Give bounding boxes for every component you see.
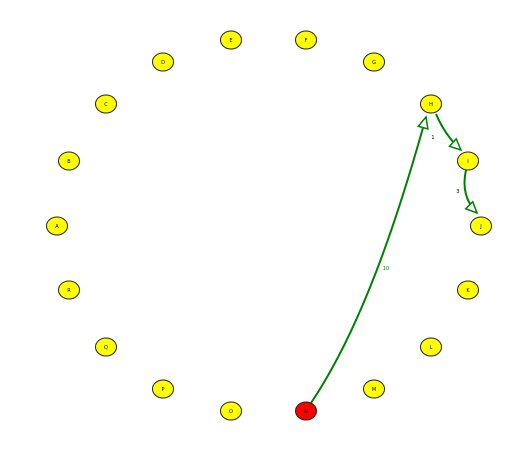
edges-layer: 10 1 3 (310, 113, 477, 404)
node-g-shape (363, 52, 385, 72)
node-k: K (457, 280, 479, 300)
node-h-shape (420, 94, 442, 114)
node-g: G (363, 52, 385, 72)
node-q-shape (95, 337, 117, 357)
node-a: A (46, 216, 68, 236)
node-b: B (58, 151, 80, 171)
node-c: C (95, 94, 117, 114)
node-n-shape (295, 401, 317, 421)
node-o: O (220, 401, 242, 421)
node-e: E (220, 30, 242, 50)
node-f-shape (295, 30, 317, 50)
node-m-label: M (372, 387, 376, 393)
node-o-shape (220, 401, 242, 421)
node-g-label: G (372, 60, 376, 66)
node-p: P (152, 379, 174, 399)
edge-h-i (435, 113, 461, 150)
node-r-label: R (67, 288, 71, 294)
edge-label-h-i: 1 (431, 135, 434, 141)
node-b-label: B (67, 159, 71, 165)
node-o-label: O (229, 409, 233, 415)
node-n: N (295, 401, 317, 421)
node-a-label: A (55, 224, 59, 230)
node-d-shape (152, 52, 174, 72)
node-c-label: C (104, 102, 108, 108)
node-i: I (457, 151, 479, 171)
node-p-label: P (161, 387, 164, 393)
node-r-shape (58, 280, 80, 300)
node-q-label: Q (104, 345, 108, 351)
node-n-label: N (304, 409, 308, 415)
edge-label-i-j: 3 (456, 189, 459, 195)
node-i-label: I (467, 159, 468, 165)
node-j-shape (470, 216, 492, 236)
node-f-label: F (305, 38, 308, 44)
node-k-label: K (466, 288, 470, 294)
nodes-layer: A B C D E F G H I J K L M N O P Q R (46, 30, 492, 421)
node-q: Q (95, 337, 117, 357)
node-h: H (420, 94, 442, 114)
node-e-label: E (229, 38, 232, 44)
node-j: J (470, 216, 492, 236)
node-k-shape (457, 280, 479, 300)
node-b-shape (58, 151, 80, 171)
node-e-shape (220, 30, 242, 50)
node-r: R (58, 280, 80, 300)
edge-n-h (310, 117, 426, 404)
node-l-label: L (430, 345, 433, 351)
edge-i-j (463, 169, 477, 213)
node-f: F (295, 30, 317, 50)
node-d-label: D (161, 60, 165, 66)
node-c-shape (95, 94, 117, 114)
node-h-label: H (429, 102, 433, 108)
node-d: D (152, 52, 174, 72)
node-l: L (420, 337, 442, 357)
node-a-shape (46, 216, 68, 236)
node-p-shape (152, 379, 174, 399)
node-i-shape (457, 151, 479, 171)
edge-label-n-h: 10 (383, 266, 389, 272)
node-j-label: J (479, 224, 481, 230)
node-m: M (363, 379, 385, 399)
node-l-shape (420, 337, 442, 357)
node-m-shape (363, 379, 385, 399)
